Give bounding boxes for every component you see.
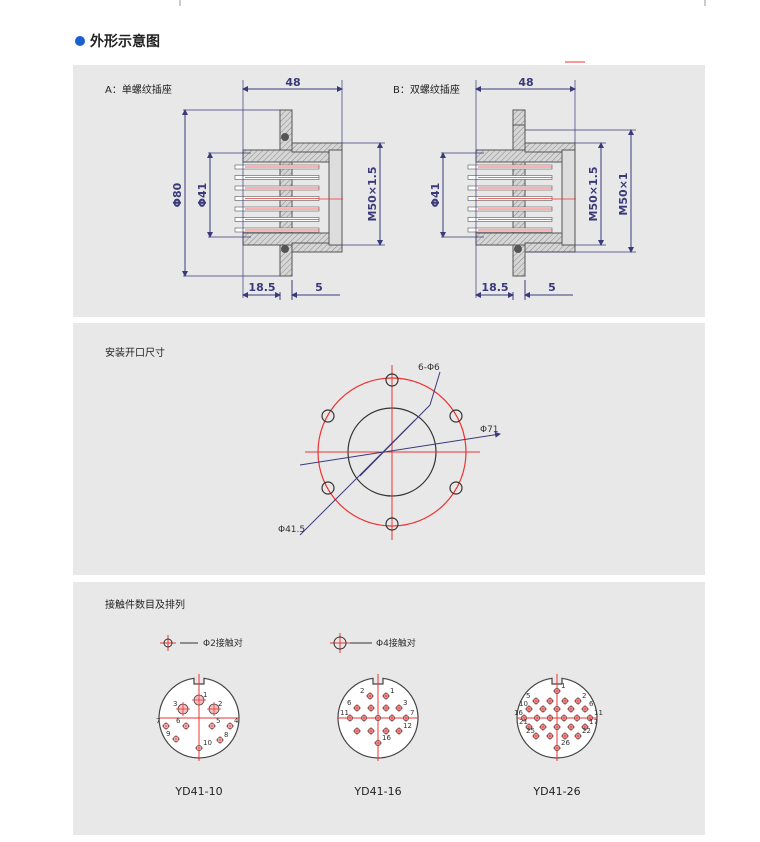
dimension-label: Φ80	[171, 182, 184, 207]
legend-phi2: Φ2接触对	[160, 635, 243, 651]
pin-number: 10	[519, 700, 528, 708]
dimension-label: 5	[548, 281, 556, 294]
pin-number: 1	[561, 682, 565, 690]
pin-number: 7	[156, 717, 160, 725]
holes-label: 6-Φ6	[418, 363, 440, 373]
legend-phi4: Φ4接触对	[330, 633, 416, 653]
o-ring	[281, 133, 289, 141]
pin-number: 26	[561, 739, 570, 747]
panel-mount	[73, 323, 705, 575]
pin-number: 8	[224, 731, 228, 739]
label-a: A：单螺纹插座	[105, 83, 172, 96]
connector-name: YD41-10	[174, 785, 222, 798]
o-ring	[514, 245, 522, 253]
pin-number: 5	[216, 717, 220, 725]
pin-number: 4	[234, 717, 239, 725]
pin-number: 7	[410, 709, 414, 717]
pin-number: 1	[203, 691, 207, 699]
mount-title: 安装开口尺寸	[105, 346, 165, 359]
panel-outline	[73, 65, 705, 317]
dimension-label: 18.5	[481, 281, 508, 294]
pin-number: 9	[166, 730, 170, 738]
pin-number: 16	[514, 709, 523, 717]
mount-drawing: 6-Φ6 Φ71 Φ41.5	[278, 363, 501, 540]
label-b: B：双螺纹插座	[393, 83, 460, 96]
pin-number: 16	[382, 734, 391, 742]
dimension-label: Φ41	[429, 183, 442, 208]
dimension-label: 5	[315, 281, 323, 294]
pin-number: 25	[526, 727, 535, 735]
pin-number: 2	[360, 687, 364, 695]
bullet-icon	[75, 36, 85, 46]
pin-number: 11	[594, 709, 603, 717]
pin-number: 3	[173, 700, 177, 708]
outer-dia-label: Φ71	[480, 425, 499, 435]
dimension-label: M50×1.5	[366, 167, 379, 222]
pin-number: 5	[526, 692, 530, 700]
connector-name: YD41-26	[532, 785, 580, 798]
svg-text:Φ2接触对: Φ2接触对	[203, 637, 243, 649]
dimension-label: 48	[518, 76, 533, 89]
pin-number: 3	[403, 699, 407, 707]
contacts-title: 接触件数目及排列	[105, 598, 185, 611]
pin-number: 1	[390, 687, 394, 695]
pin-number: 17	[589, 718, 598, 726]
section-title: 外形示意图	[90, 33, 160, 50]
pin-number: 2	[582, 692, 586, 700]
dimension-label: Φ41	[196, 183, 209, 208]
inner-dia-label: Φ41.5	[278, 525, 305, 535]
pin-number: 6	[176, 717, 181, 725]
svg-text:Φ4接触对: Φ4接触对	[376, 637, 416, 649]
pin-number: 11	[340, 709, 349, 717]
dimension-label: 48	[285, 76, 300, 89]
pin-number: 10	[203, 739, 212, 747]
pin-number: 21	[519, 718, 528, 726]
pin-number: 2	[218, 700, 222, 708]
pin-number: 6	[589, 700, 594, 708]
connector-name: YD41-16	[353, 785, 401, 798]
o-ring	[281, 245, 289, 253]
dimension-label: M50×1	[617, 172, 630, 215]
pin-number: 22	[582, 727, 591, 735]
dimension-label: M50×1.5	[587, 167, 600, 222]
pin-number: 12	[403, 722, 412, 730]
pin-number: 6	[347, 699, 352, 707]
dimension-label: 18.5	[248, 281, 275, 294]
